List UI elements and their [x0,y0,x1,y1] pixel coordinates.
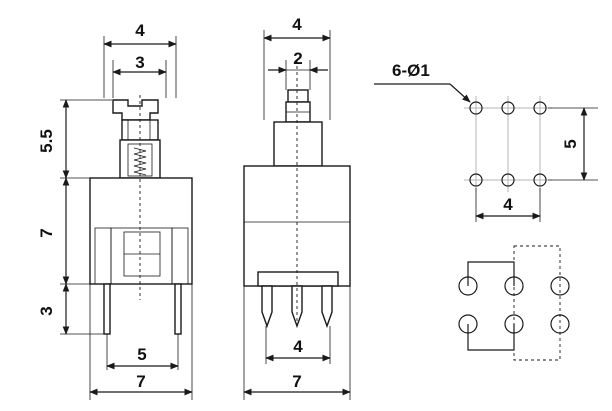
side-dim-body-width: 7 [136,372,145,391]
terminal [458,276,478,296]
front-collar [273,121,323,167]
side-dim-plunger-height: 5.5 [37,129,56,153]
front-pin-right [321,285,333,329]
footprint-dim-row-spacing: 5 [561,139,580,148]
terminal [504,276,524,296]
terminal [458,314,478,334]
footprint-hole [469,173,483,187]
side-plunger-cap [112,99,159,121]
side-dim-pin-height: 3 [37,306,56,315]
front-view: 4 2 4 7 [243,15,351,400]
side-dim-top-outer: 4 [135,21,145,40]
footprint-hole [501,101,515,115]
front-dim-pin-pitch: 4 [293,337,303,356]
side-dim-top-inner: 3 [135,53,144,72]
switch-dashed-box [513,245,561,361]
footprint-hole [501,173,515,187]
footprint-hole [469,101,483,115]
footprint-hole [533,173,547,187]
front-dim-top-inner: 2 [293,49,302,68]
side-dim-body-height: 7 [37,228,56,237]
side-spring-housing [119,139,161,179]
side-pin-left [103,283,111,335]
side-body [89,177,193,285]
switch-schematic [458,245,570,361]
front-body [243,165,351,287]
side-pin-right [174,283,182,335]
front-dim-top-outer: 4 [292,15,302,34]
front-pin-left [261,285,273,329]
side-dim-pin-pitch: 5 [137,345,146,364]
footprint-dim-col-spacing: 4 [503,195,513,214]
hole-callout: 6-Ø1 [392,61,430,80]
terminal [504,314,524,334]
footprint-hole [533,101,547,115]
terminal [550,276,570,296]
pcb-footprint: 6-Ø1 5 4 [374,61,598,222]
terminal [550,314,570,334]
front-plunger-cap [287,89,309,103]
front-dim-body-width: 7 [292,372,301,391]
side-view: 4 3 5.5 7 3 5 7 [37,21,193,400]
